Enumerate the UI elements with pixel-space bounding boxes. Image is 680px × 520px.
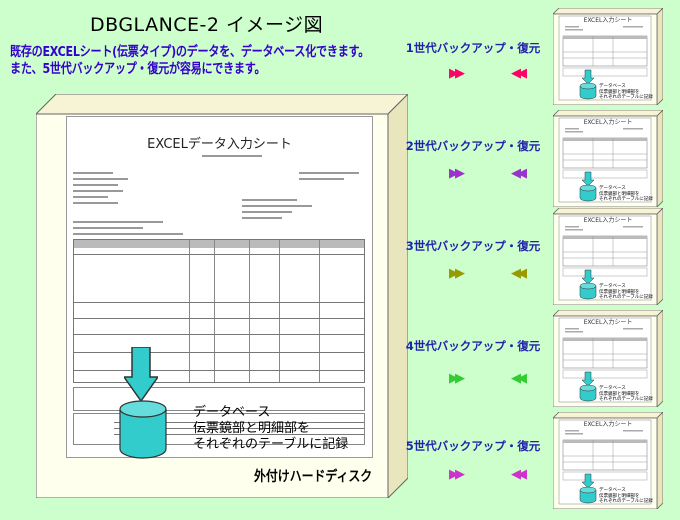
mini-sheet-title: EXCEL入力シート — [583, 421, 633, 428]
mini-db-caption-line-2: 伝票鏡部と明細部を — [599, 391, 640, 397]
db-caption-line-2: 伝票鏡部と明細部を — [193, 421, 311, 436]
mini-sheet-title: EXCEL入力シート — [583, 119, 633, 126]
mini-database-caption: データベース伝票鏡部と明細部をそれぞれのテーブルに記録 — [599, 186, 653, 203]
external-hard-disk-box: EXCELデータ入力シート — [36, 94, 408, 498]
generation-label-4: 4世代バックアップ・復元 — [405, 339, 541, 353]
backup-disk-2: EXCEL入力シートデータベース伝票鏡部と明細部をそれぞれのテーブルに記録 — [553, 110, 663, 207]
database-caption: データベース 伝票鏡部と明細部を それぞれのテーブルに記録 — [193, 405, 348, 453]
backup-disk-4: EXCEL入力シートデータベース伝票鏡部と明細部をそれぞれのテーブルに記録 — [553, 310, 663, 407]
mini-db-caption-line-3: それぞれのテーブルに記録 — [599, 397, 653, 402]
fast-forward-icon: ▶▶ — [449, 266, 465, 281]
rewind-icon: ◀◀ — [511, 66, 527, 81]
generation-label-1: 1世代バックアップ・復元 — [405, 41, 541, 55]
fast-forward-icon: ▶▶ — [449, 467, 465, 482]
mini-database-caption: データベース伝票鏡部と明細部をそれぞれのテーブルに記録 — [599, 386, 653, 403]
backup-disk-5: EXCEL入力シートデータベース伝票鏡部と明細部をそれぞれのテーブルに記録 — [553, 412, 663, 509]
mini-database-caption: データベース伝票鏡部と明細部をそれぞれのテーブルに記録 — [599, 488, 653, 505]
generation-label-5: 5世代バックアップ・復元 — [405, 439, 541, 453]
mini-db-caption-line-2: 伝票鏡部と明細部を — [599, 89, 640, 95]
down-arrow-icon — [124, 347, 158, 403]
mini-db-caption-line-3: それぞれのテーブルに記録 — [599, 197, 653, 202]
mini-database-caption: データベース伝票鏡部と明細部をそれぞれのテーブルに記録 — [599, 284, 653, 301]
mini-database-caption: データベース伝票鏡部と明細部をそれぞれのテーブルに記録 — [599, 84, 653, 101]
mini-db-caption-line-3: それぞれのテーブルに記録 — [599, 295, 653, 300]
mini-db-caption-line-2: 伝票鏡部と明細部を — [599, 289, 640, 295]
mini-db-caption-line-1: データベース — [599, 284, 626, 289]
excel-input-sheet: EXCELデータ入力シート — [66, 116, 373, 458]
mini-db-caption-line-1: データベース — [599, 84, 626, 89]
rewind-icon: ◀◀ — [511, 467, 527, 482]
fast-forward-icon: ▶▶ — [449, 166, 465, 181]
page-title: DBGLANCE-2 イメージ図 — [90, 14, 324, 36]
mini-sheet-title: EXCEL入力シート — [583, 217, 633, 224]
fast-forward-icon: ▶▶ — [449, 371, 465, 386]
subtitle-line-2: また、5世代バックアップ・復元が容易にできます。 — [10, 61, 266, 77]
mini-sheet-title: EXCEL入力シート — [583, 319, 633, 326]
mini-db-caption-line-3: それぞれのテーブルに記録 — [599, 95, 653, 100]
fast-forward-icon: ▶▶ — [449, 66, 465, 81]
sheet-title: EXCELデータ入力シート — [147, 137, 292, 152]
mini-db-caption-line-2: 伝票鏡部と明細部を — [599, 493, 640, 499]
db-caption-line-3: それぞれのテーブルに記録 — [193, 437, 349, 452]
generation-label-3: 3世代バックアップ・復元 — [405, 239, 541, 253]
mini-db-caption-line-1: データベース — [599, 186, 626, 191]
db-caption-line-1: データベース — [193, 405, 271, 420]
mini-db-caption-line-1: データベース — [599, 386, 626, 391]
backup-disk-1: EXCEL入力シートデータベース伝票鏡部と明細部をそれぞれのテーブルに記録 — [553, 8, 663, 105]
generation-label-2: 2世代バックアップ・復元 — [405, 139, 541, 153]
subtitle-line-1: 既存のEXCELシート(伝票タイプ)のデータを、データベース化できます。 — [10, 44, 370, 60]
rewind-icon: ◀◀ — [511, 371, 527, 386]
database-icon — [119, 400, 167, 459]
rewind-icon: ◀◀ — [511, 266, 527, 281]
detail-table — [73, 239, 365, 383]
disk-label: 外付けハードディスク — [254, 469, 373, 485]
mini-db-caption-line-1: データベース — [599, 488, 626, 493]
mini-db-caption-line-3: それぞれのテーブルに記録 — [599, 499, 653, 504]
backup-disk-3: EXCEL入力シートデータベース伝票鏡部と明細部をそれぞれのテーブルに記録 — [553, 208, 663, 305]
rewind-icon: ◀◀ — [511, 166, 527, 181]
mini-sheet-title: EXCEL入力シート — [583, 17, 633, 24]
mini-db-caption-line-2: 伝票鏡部と明細部を — [599, 191, 640, 197]
